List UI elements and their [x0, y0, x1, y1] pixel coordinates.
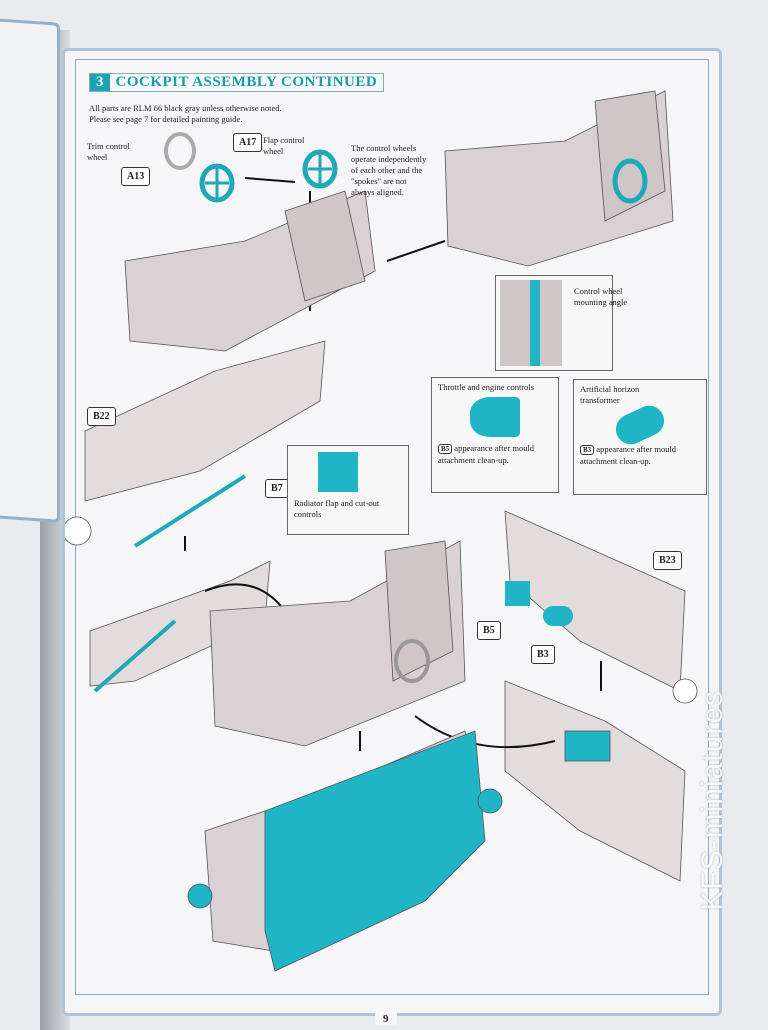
cockpit-final	[187, 730, 503, 972]
part-label-b5: B5	[477, 621, 501, 640]
trim-wheel-caption: Trim control wheel	[87, 141, 130, 162]
arrow-icon	[244, 177, 296, 183]
section-header: 3 COCKPIT ASSEMBLY CONTINUED	[89, 73, 385, 92]
cockpit-tub-step2	[444, 90, 674, 267]
watermark: KFS-miniatures	[696, 690, 729, 911]
wheels-caption: The control wheels operate independently…	[351, 143, 427, 197]
horizon-part-icon	[611, 400, 669, 450]
part-label-b23: B23	[653, 551, 682, 570]
trim-wheel-icon	[164, 132, 196, 170]
instruction-page: 3 COCKPIT ASSEMBLY CONTINUED All parts a…	[62, 48, 722, 1025]
sidewall-b22	[65, 340, 326, 546]
part-label-b3: B3	[531, 645, 555, 664]
horizon-note: appearance after mould attachment clean-…	[580, 444, 677, 466]
arrow-icon	[386, 240, 446, 262]
mounting-angle-inset: Control wheel mounting angle	[495, 275, 627, 371]
section-title: COCKPIT ASSEMBLY CONTINUED	[115, 74, 378, 90]
page-number: 9	[375, 1013, 397, 1025]
arrow-icon	[204, 583, 286, 612]
cockpit-tub-step1	[124, 190, 376, 352]
part-label-b7: B7	[265, 479, 289, 498]
horizon-caption: Artificial horizon transformer	[580, 384, 640, 405]
flap-wheel-installed-icon	[302, 149, 338, 189]
throttle-part-icon	[470, 397, 520, 437]
mounting-angle-caption: Control wheel mounting angle	[574, 286, 628, 307]
throttle-note: appearance after mould attachment clean-…	[438, 443, 535, 465]
section-number: 3	[90, 74, 110, 91]
note-line: All parts are RLM 66 black gray unless o…	[89, 103, 282, 113]
radiator-caption: Radiator flap and cut-out controls	[294, 498, 380, 519]
paint-note: All parts are RLM 66 black gray unless o…	[89, 103, 282, 125]
sidewall-b23-assembled	[504, 680, 686, 882]
part-label-b22: B22	[87, 407, 116, 426]
assembly-illustrations	[65, 90, 698, 972]
note-line: Please see page 7 for detailed painting …	[89, 114, 243, 124]
radiator-part-icon	[318, 452, 358, 492]
throttle-inset: Throttle and engine controls B5 appearan…	[431, 377, 559, 493]
part-ref-b3: B3	[580, 445, 595, 455]
cockpit-tub-step3	[209, 540, 466, 747]
radiator-inset: Radiator flap and cut-out controls	[287, 445, 409, 535]
mounting-angle-image	[500, 280, 562, 366]
arrow-icon	[414, 715, 556, 749]
flap-wheel-caption: Flap control wheel	[263, 135, 305, 156]
horizon-inset: Artificial horizon transformer B3 appear…	[573, 379, 707, 495]
throttle-caption: Throttle and engine controls	[438, 382, 535, 392]
radiator-rod-icon	[133, 474, 247, 548]
parts-b5-b3	[505, 581, 573, 626]
part-label-a17: A17	[233, 133, 263, 152]
flap-wheel-icon	[199, 163, 235, 203]
previous-page	[0, 17, 60, 523]
part-ref-b5: B5	[438, 444, 453, 454]
part-label-a13: A13	[121, 167, 151, 186]
